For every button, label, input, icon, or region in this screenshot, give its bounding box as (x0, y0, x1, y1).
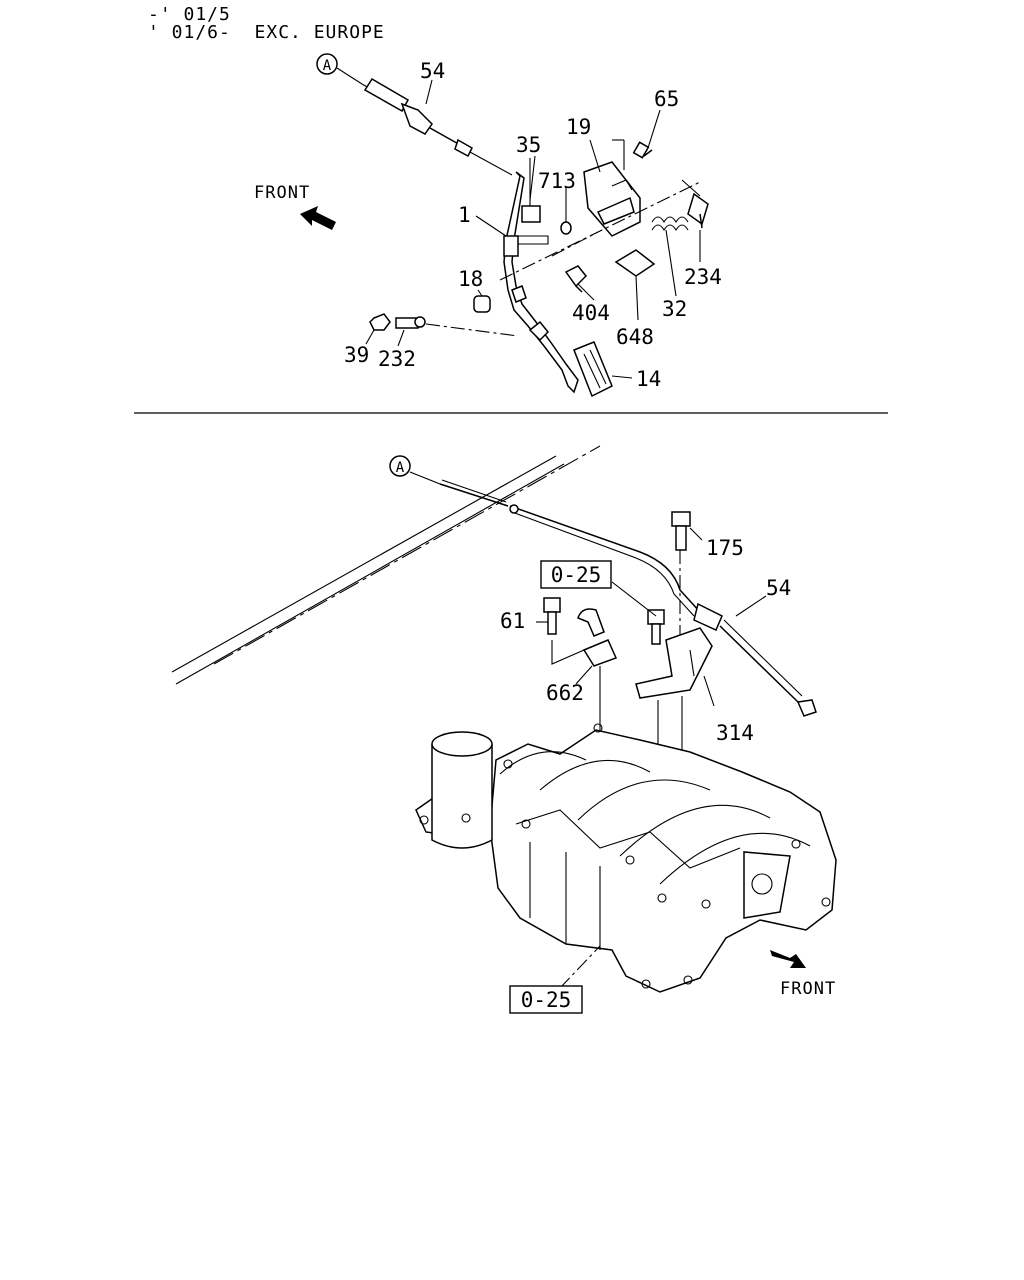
clip-404 (564, 265, 588, 293)
callout-404: 404 (572, 301, 610, 325)
bolt-175 (671, 511, 691, 551)
ref-box-lower[interactable]: 0-25 (509, 985, 583, 1014)
callout-648: 648 (616, 325, 654, 349)
pedal-arm (503, 171, 579, 394)
callout-14: 14 (636, 367, 661, 391)
bushing-18 (473, 295, 491, 313)
bolt-0-25 (647, 609, 665, 645)
callout-18: 18 (458, 267, 483, 291)
throttle-cable-lower (439, 479, 817, 717)
cable-clamp-662 (577, 608, 618, 667)
callout-234: 234 (684, 265, 722, 289)
callout-54: 54 (420, 59, 445, 83)
bolt-61 (543, 597, 561, 635)
pedal-bracket (583, 161, 641, 237)
callout-65: 65 (654, 87, 679, 111)
svg-text:A: A (323, 58, 332, 74)
intake-manifold (489, 723, 837, 993)
callout-314: 314 (716, 721, 754, 745)
circle-a-marker-icon: A (389, 455, 411, 477)
callout-1: 1 (458, 203, 471, 227)
callout-32: 32 (662, 297, 687, 321)
callout-39: 39 (344, 343, 369, 367)
upper-accelerator-pedal-assembly: A (254, 53, 722, 398)
svg-text:0-25: 0-25 (521, 988, 572, 1012)
callout-713: 713 (538, 169, 576, 193)
throttle-body (415, 731, 493, 849)
callout-35: 35 (516, 133, 541, 157)
bolt-232 (395, 316, 426, 329)
circle-a-marker-icon: A (316, 53, 338, 75)
return-spring (651, 216, 689, 232)
nut-39 (369, 313, 391, 331)
ref-box-upper[interactable]: 0-25 (540, 560, 612, 589)
callout-61: 61 (500, 609, 525, 633)
pedal-pad (573, 341, 613, 398)
model-year-note-1: -' 01/5 (148, 4, 231, 25)
bolt-65 (632, 141, 653, 159)
cable-bracket-314 (635, 627, 713, 699)
front-label-lower: FRONT (780, 979, 836, 999)
lower-intake-manifold-assembly: A (171, 445, 837, 1014)
front-arrow-icon (300, 206, 336, 230)
callout-54-lower: 54 (766, 576, 791, 600)
model-year-note-2: ' 01/6- EXC. EUROPE (148, 22, 385, 43)
throttle-cable-upper (361, 77, 513, 176)
front-label-upper: FRONT (254, 183, 310, 203)
front-arrow-icon (770, 950, 806, 968)
svg-text:0-25: 0-25 (551, 563, 602, 587)
callout-232: 232 (378, 347, 416, 371)
stop-switch (687, 192, 709, 229)
callout-662: 662 (546, 681, 584, 705)
callout-175: 175 (706, 536, 744, 560)
svg-text:A: A (396, 460, 405, 476)
callout-19: 19 (566, 115, 591, 139)
